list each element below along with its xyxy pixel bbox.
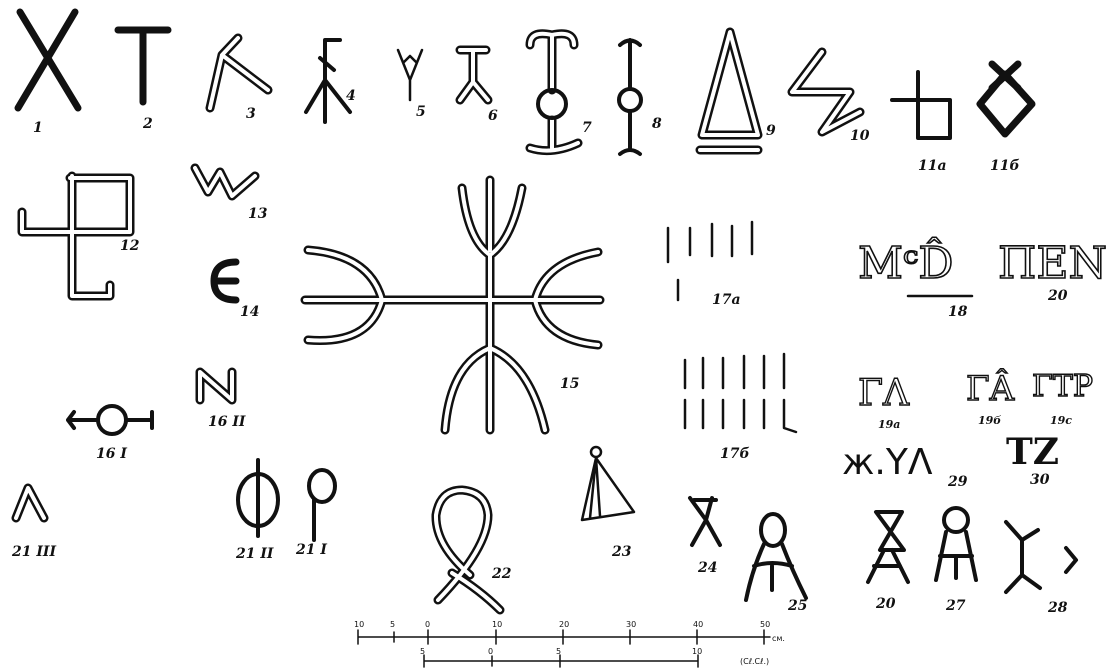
sign-13: 13	[195, 168, 268, 222]
sign-28: 28	[1006, 522, 1076, 616]
sign-15: 15	[305, 180, 600, 430]
sign-11a: 11a	[892, 72, 950, 174]
label-19c: 19c	[1050, 414, 1072, 427]
label-12: 12	[120, 238, 140, 254]
scale-tick-5l: 5	[390, 620, 395, 629]
label-2: 2	[142, 116, 153, 132]
scale-tick-40: 40	[693, 620, 703, 629]
scale-tick-50: 50	[760, 620, 770, 629]
label-17a: 17a	[712, 292, 741, 308]
inscription-19c: ΓΤΡ	[1032, 369, 1093, 404]
sign-29: ж.ΥΛ 29	[842, 442, 968, 490]
label-9: 9	[766, 123, 776, 139]
label-3: 3	[246, 106, 256, 122]
sign-12: 12	[22, 176, 140, 296]
label-5: 5	[416, 104, 426, 120]
scale-tick-10l: 10	[354, 620, 364, 629]
scale-bar: 10 5 0 10 20 30 40 50 см. 5 0 5 10 (Сℓ.С…	[354, 620, 785, 667]
scale-tick-20: 20	[559, 620, 569, 629]
sign-21-i: 21 I	[295, 470, 335, 558]
scale2-tick-0: 0	[488, 647, 493, 656]
sign-24: 24	[690, 498, 720, 576]
scale-unit: см.	[772, 634, 785, 643]
label-17b: 17б	[720, 446, 750, 462]
label-8: 8	[652, 116, 662, 132]
label-20-top: 20	[1047, 288, 1068, 304]
sign-17b: 17б	[685, 354, 796, 462]
sign-19: ΓΛ 19a ΓÂ 19б ΓΤΡ 19c	[858, 368, 1093, 431]
sign-14: 14	[214, 262, 259, 320]
label-1: 1	[33, 120, 43, 136]
sign-20-figure: 20	[868, 512, 908, 612]
sign-10: 10	[792, 52, 870, 144]
sign-11b: 11б	[980, 64, 1032, 174]
sign-23: 23	[582, 447, 634, 560]
sign-4: 4	[306, 40, 356, 122]
sign-1: 1	[18, 12, 78, 136]
label-19a: 19a	[878, 418, 900, 431]
inscription-19a: ΓΛ	[858, 373, 910, 414]
label-30: 30	[1030, 472, 1050, 488]
scale2-tick-5: 5	[556, 647, 561, 656]
sign-3: 3	[210, 38, 268, 122]
sign-9: 9	[700, 32, 776, 150]
inscription-30: ΤΖ	[1006, 431, 1059, 473]
sign-8: 8	[619, 40, 662, 154]
sign-22: 22	[436, 490, 512, 610]
label-18: 18	[948, 304, 968, 320]
label-29: 29	[947, 474, 968, 490]
label-16-ii: 16 II	[208, 414, 246, 430]
scale-tick-0: 0	[425, 620, 430, 629]
sign-18: MᶜD̂ 18	[858, 236, 972, 320]
sign-25: 25	[746, 514, 807, 614]
sign-17a: 17a	[668, 222, 752, 308]
inscription-29: ж.ΥΛ	[842, 442, 933, 483]
label-4: 4	[346, 88, 356, 104]
sign-27: 27	[936, 508, 976, 614]
sign-5: 5	[398, 50, 426, 120]
scale2-unit: (Сℓ.Сℓ.)	[740, 657, 769, 666]
sign-7: 7	[530, 34, 592, 151]
sign-20-inscription: ΠΕΝ 20	[998, 238, 1107, 304]
sign-21-ii: 21 II	[235, 460, 278, 562]
scale-tick-30: 30	[626, 620, 636, 629]
sign-30: ΤΖ 30	[1006, 431, 1059, 488]
sign-21-iii: 21 III	[11, 488, 56, 560]
label-11b: 11б	[990, 158, 1020, 174]
scale-tick-10: 10	[492, 620, 502, 629]
scale2-tick-10: 10	[692, 647, 702, 656]
label-7: 7	[582, 120, 592, 136]
label-25: 25	[787, 598, 807, 614]
label-6: 6	[488, 108, 498, 124]
inscription-18: MᶜD̂	[858, 236, 954, 289]
inscription-20: ΠΕΝ	[998, 238, 1107, 289]
label-15: 15	[560, 376, 579, 392]
label-22: 22	[491, 566, 512, 582]
label-23: 23	[611, 544, 632, 560]
sign-2: 2	[118, 30, 168, 132]
label-19b: 19б	[978, 414, 1001, 427]
label-24: 24	[697, 560, 717, 576]
label-20-bottom: 20	[875, 596, 896, 612]
label-28: 28	[1047, 600, 1068, 616]
inscription-19b: ΓÂ	[966, 368, 1015, 409]
label-21-iii: 21 III	[11, 544, 56, 560]
label-13: 13	[248, 206, 268, 222]
sign-16-ii: 16 II	[200, 372, 246, 430]
label-21-ii: 21 II	[235, 546, 274, 562]
label-16-i: 16 I	[96, 446, 127, 462]
sign-6: 6	[460, 50, 498, 124]
scale2-tick-5l: 5	[420, 647, 425, 656]
label-21-i: 21 I	[295, 542, 327, 558]
label-27: 27	[945, 598, 966, 614]
label-14: 14	[240, 304, 259, 320]
label-10: 10	[850, 128, 870, 144]
sign-16-i: 16 I	[68, 406, 152, 462]
label-11a: 11a	[918, 158, 947, 174]
